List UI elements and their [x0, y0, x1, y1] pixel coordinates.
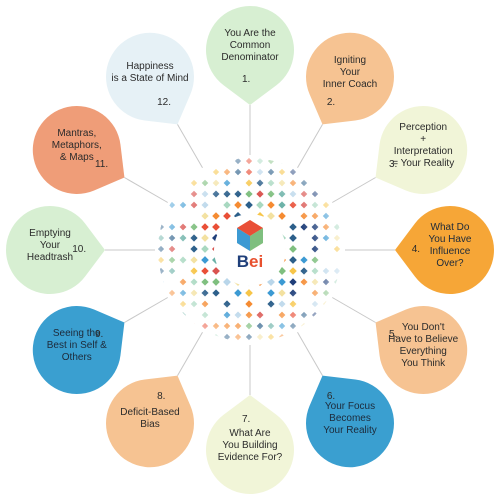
mosaic-tile [212, 158, 220, 165]
spoke-5 [332, 297, 376, 323]
logo-wordmark: Bei [228, 252, 272, 272]
spoke-6 [297, 332, 323, 376]
petal-number-9: 9. [94, 328, 104, 340]
petal-number-11: 11. [94, 159, 109, 171]
petal-6 [305, 375, 394, 468]
petal-number-12: 12. [157, 96, 172, 108]
petal-8 [106, 375, 195, 468]
petal-number-10: 10. [72, 244, 87, 255]
petals [5, 5, 494, 494]
spoke-12 [177, 124, 203, 168]
petal-label-11: Mantras, Metaphors, & Maps [51, 128, 102, 163]
petal-label-5: You Don't Have to Believe Everything You… [388, 322, 459, 369]
petal-10 [5, 206, 105, 294]
hexagon-cube-logo-icon [237, 220, 263, 251]
logo-ei: ei [249, 252, 264, 271]
spoke-2 [297, 124, 323, 168]
petal-number-8: 8. [157, 391, 166, 402]
petal-label-9: Seeing the Best in Self & Others [46, 328, 107, 363]
spoke-8 [177, 332, 203, 376]
petal-label-4: What Do You Have Influence Over? [428, 222, 472, 269]
petal-11 [32, 106, 125, 194]
petal-label-2: Igniting Your Inner Coach [322, 54, 378, 90]
petal-number-1: 1. [242, 74, 251, 86]
petal-number-5: 5. [389, 328, 398, 340]
petal-9 [32, 306, 125, 394]
petal-label-8: Deficit-Based Bias [120, 407, 180, 431]
petal-7 [206, 395, 294, 494]
spoke-9 [124, 297, 168, 323]
petal-1 [206, 5, 294, 106]
petal-number-2: 2. [326, 96, 336, 108]
logo-b: B [236, 252, 250, 271]
petal-12 [106, 32, 194, 125]
mosaic-tile [158, 212, 165, 220]
petal-number-7: 7. [242, 413, 251, 425]
spoke-3 [332, 177, 376, 203]
petal-label-12: Happiness is a State of Mind [111, 60, 189, 84]
petal-number-6: 6. [326, 391, 336, 402]
petal-label-7: What Are You Building Evidence For? [217, 428, 283, 463]
spokes [105, 105, 395, 395]
spoke-11 [124, 177, 168, 203]
petal-2 [306, 32, 394, 125]
petal-label-10: Emptying Your Headtrash [26, 228, 74, 263]
petal-3 [375, 106, 468, 195]
petal-4 [395, 206, 494, 294]
petal-number-4: 4. [411, 244, 421, 255]
petal-label-3: Perception + Interpretation = Your Reali… [392, 122, 455, 169]
petal-label-6: Your Focus Becomes Your Reality [323, 401, 377, 437]
petal-5 [375, 305, 468, 394]
petal-number-3: 3. [389, 159, 398, 171]
petal-label-1: You Are the Common Denominator [221, 28, 279, 63]
